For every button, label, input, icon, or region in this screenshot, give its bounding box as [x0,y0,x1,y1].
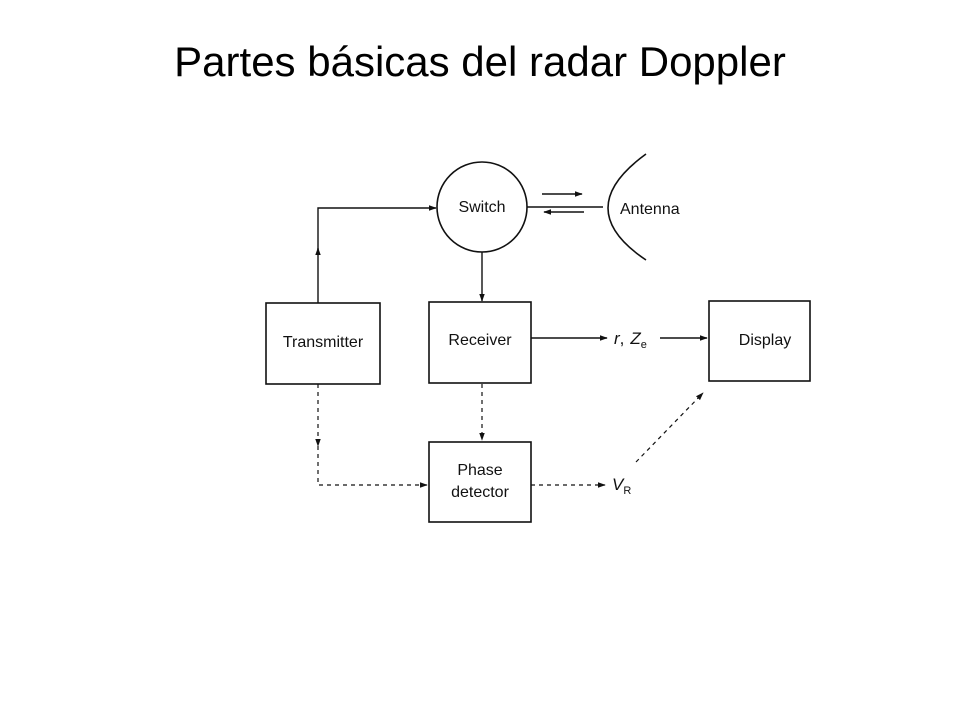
velocity-to-display-arrow [635,392,704,463]
phase-detector-node: Phase detector [428,441,532,523]
display-label: Display [739,332,791,349]
range-reflectivity-output: r,Ze [614,329,647,351]
switch-node: Switch [436,161,528,253]
slide-title: Partes básicas del radar Doppler [174,38,786,85]
radial-velocity-output: VR [612,475,631,497]
transmitter-label: Transmitter [283,334,364,351]
transmitter-node: Transmitter [265,302,381,385]
receiver-label: Receiver [448,332,512,349]
antenna-label: Antenna [620,201,680,218]
phase-detector-label-line2: detector [451,484,509,501]
antenna-dish [607,153,647,261]
switch-label: Switch [458,199,505,216]
antenna-node: Antenna [527,153,680,261]
phase-detector-label-line1: Phase [457,462,502,479]
transmitter-to-switch-arrow [317,205,437,252]
receiver-node: Receiver [428,301,532,384]
transmitter-to-phase-detector-arrow [317,446,428,488]
display-node: Display [708,300,811,382]
